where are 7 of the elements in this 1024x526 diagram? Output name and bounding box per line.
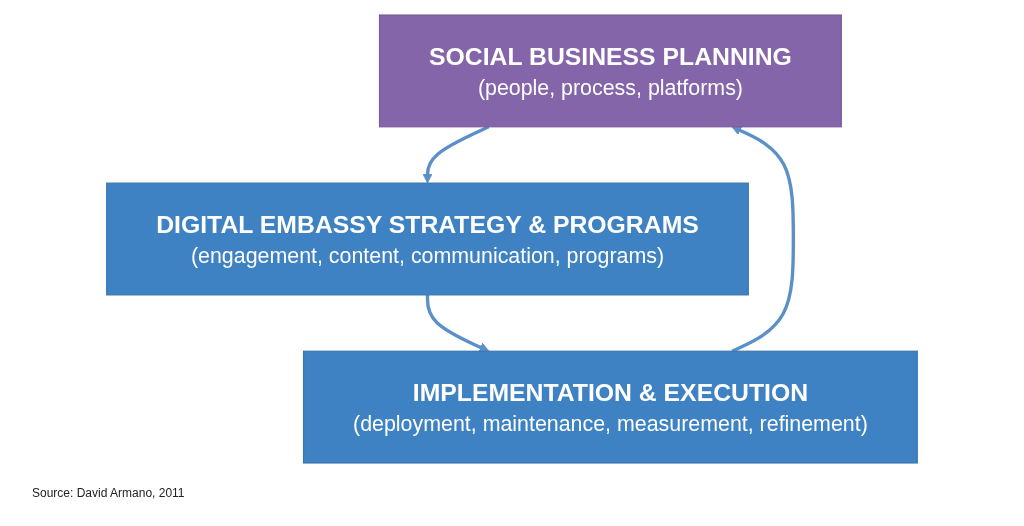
source-note: Source: David Armano, 2011 bbox=[32, 486, 185, 500]
arrow bbox=[731, 126, 796, 353]
arrow bbox=[425, 294, 490, 352]
node-box: DIGITAL EMBASSY STRATEGY & PROGRAMS (engagement, content, communication, programs) bbox=[106, 182, 749, 296]
arrow bbox=[422, 125, 490, 184]
node-box: IMPLEMENTATION & EXECUTION (deployment, maintenance, measurement, refinement) bbox=[302, 350, 918, 464]
node-box: SOCIAL BUSINESS PLANNING (people, process, platforms) bbox=[378, 14, 842, 128]
